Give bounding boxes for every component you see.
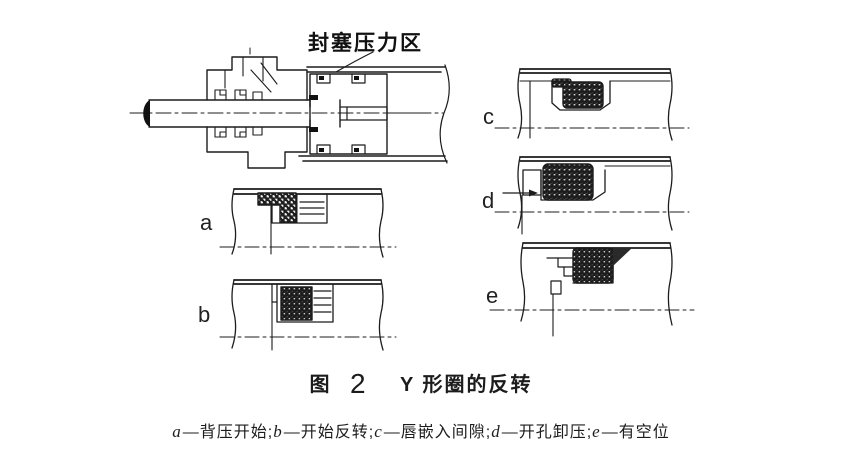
panel-d-diagram bbox=[494, 156, 690, 235]
piston bbox=[309, 73, 428, 155]
piston-rod bbox=[143, 99, 388, 128]
panel-c-seal-ring bbox=[551, 78, 604, 109]
pressure-zone-leader-line bbox=[335, 51, 374, 73]
panel-label-a: a bbox=[200, 210, 213, 235]
main-assembly-diagram bbox=[129, 47, 450, 169]
panel-label-b: b bbox=[198, 302, 211, 327]
panel-a-block bbox=[219, 188, 397, 258]
legend-item-key: a bbox=[172, 422, 182, 441]
legend-item-a: a—背压开始; bbox=[172, 422, 274, 441]
cylinder-tube bbox=[298, 64, 450, 164]
legend-item-b: b—开始反转; bbox=[273, 422, 375, 441]
panel-e-seal-ring bbox=[572, 247, 632, 284]
main-centerline bbox=[129, 47, 444, 114]
figure-caption: 图 2 Y 形圈的反转 bbox=[0, 368, 842, 400]
panel-e-diagram bbox=[489, 242, 695, 337]
panel-b-seal-ring bbox=[280, 286, 313, 321]
legend-item-key: d bbox=[491, 422, 501, 441]
caption-title: Y 形圈的反转 bbox=[399, 374, 533, 396]
legend-item-d: d—开孔卸压; bbox=[491, 422, 593, 441]
panel-d-pressure-arrow bbox=[502, 189, 538, 197]
caption-fig-number: 2 bbox=[349, 368, 366, 399]
legend-item-key: b bbox=[273, 422, 283, 441]
panel-d-seal-ring bbox=[542, 163, 594, 201]
legend-item-key: e bbox=[592, 422, 601, 441]
panel-label-d: d bbox=[482, 188, 495, 213]
legend-item-key: c bbox=[374, 422, 383, 441]
caption-fig-word: 图 bbox=[309, 374, 330, 396]
legend-item-c: c—唇嵌入间隙; bbox=[374, 422, 492, 441]
panel-a-seal-ring bbox=[257, 192, 297, 223]
panel-label-e: e bbox=[486, 283, 499, 308]
panel-label-c: c bbox=[483, 104, 494, 129]
panel-a-diagram bbox=[219, 188, 397, 258]
panel-c-block bbox=[494, 68, 690, 141]
panel-e-void-steps bbox=[546, 257, 574, 295]
rod-gland bbox=[206, 56, 308, 169]
legend-item-e: e—有空位 bbox=[592, 422, 670, 441]
figure-legend: a—背压开始;b—开始反转;c—唇嵌入间隙;d—开孔卸压;e—有空位 bbox=[0, 418, 842, 442]
panel-b-diagram bbox=[219, 279, 397, 351]
panel-c-diagram bbox=[494, 68, 690, 141]
pressure-zone-label: 封塞压力区 bbox=[308, 32, 423, 55]
